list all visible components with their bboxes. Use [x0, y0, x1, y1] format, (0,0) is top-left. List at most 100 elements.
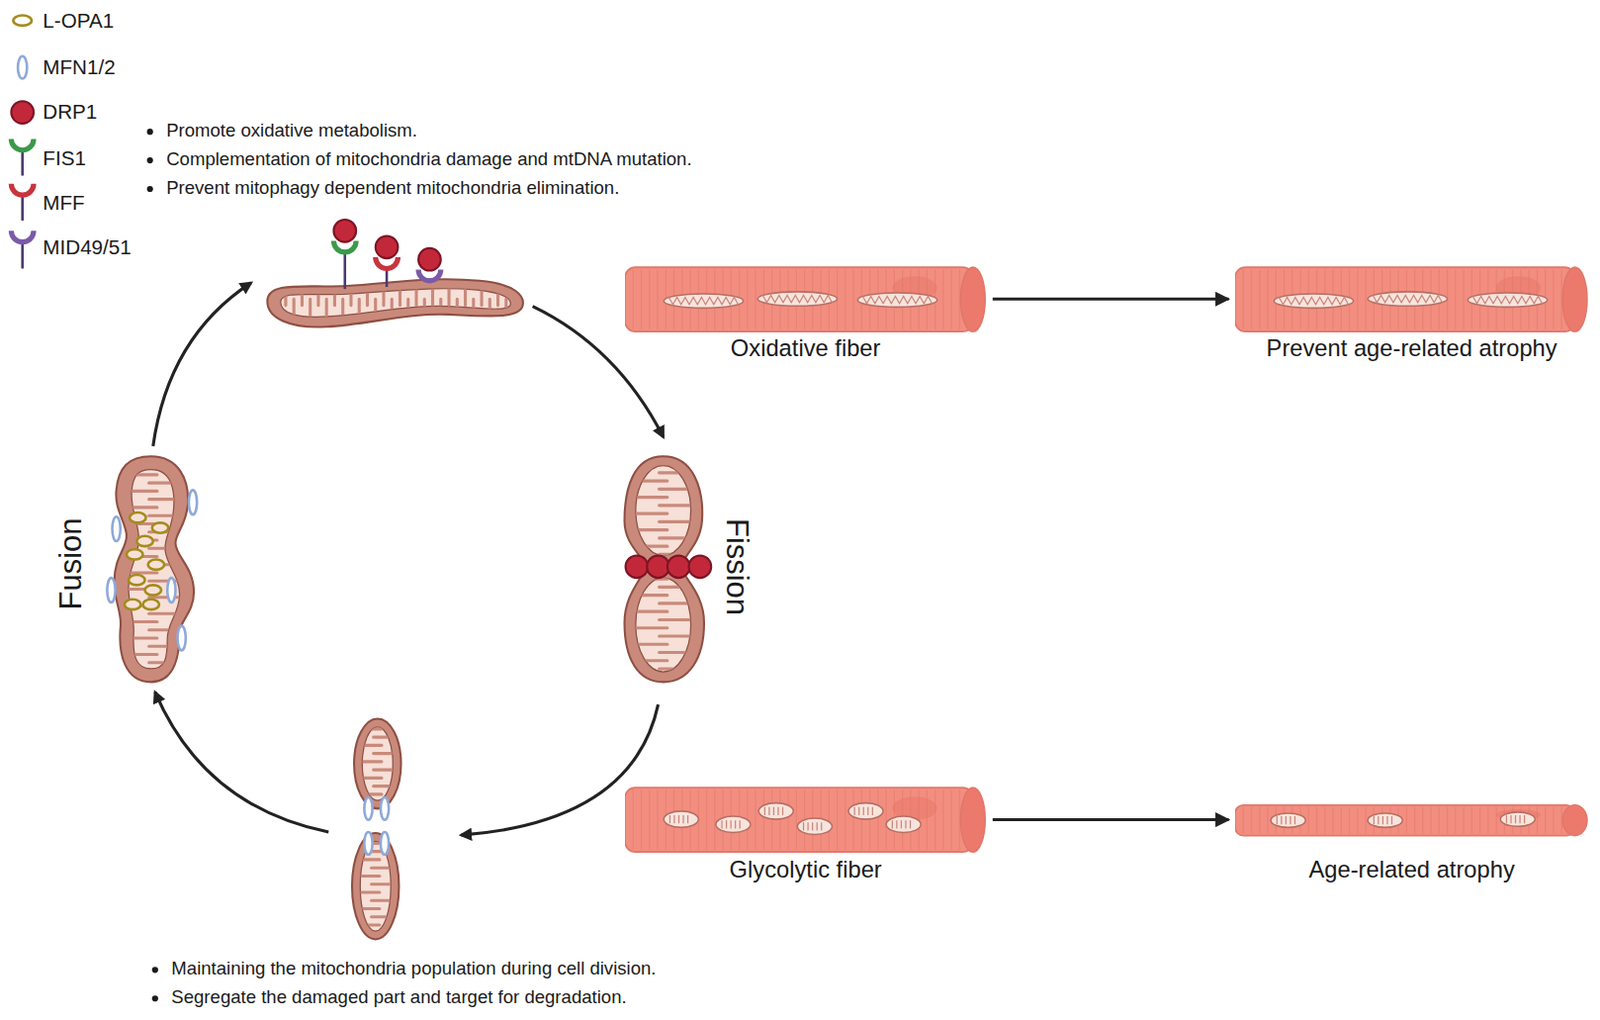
- crista: [283, 271, 287, 306]
- fiber-mito-cristae: [1284, 815, 1286, 824]
- process-label: Fusion: [53, 517, 90, 610]
- fiber-striation: [1324, 806, 1326, 834]
- drp1-protein: [689, 554, 712, 578]
- fiber-striation: [1356, 268, 1358, 330]
- cycle-arrow: [155, 692, 329, 832]
- crista: [341, 298, 345, 333]
- opa1-protein: [129, 512, 147, 523]
- legend-label: MID49/51: [42, 235, 131, 261]
- legend-label: DRP1: [42, 99, 97, 125]
- crista: [659, 535, 711, 539]
- fiber-striation: [1479, 806, 1481, 834]
- fiber-striation: [950, 790, 952, 851]
- fiber-mito-cristae: [777, 806, 779, 815]
- crista: [406, 298, 410, 333]
- fiber-mito-cristae: [772, 806, 774, 815]
- crista: [439, 298, 443, 333]
- crista: [617, 479, 668, 483]
- fiber-striation: [1454, 268, 1456, 330]
- crista: [373, 768, 404, 772]
- fiber-mito-cristae: [1278, 297, 1348, 305]
- mito-outer-membrane: [266, 278, 523, 327]
- fiber-striation: [656, 268, 658, 330]
- fiber-striation: [1316, 806, 1318, 834]
- drp1-protein: [375, 235, 399, 259]
- fiber-mitochondrion: [886, 815, 921, 833]
- drp1-protein: [625, 554, 649, 578]
- fiber-mitochondrion: [1500, 811, 1535, 826]
- fiber-mito-cristae: [1518, 814, 1520, 823]
- fiber-striation: [1364, 268, 1366, 330]
- fiber-striation: [795, 790, 797, 851]
- crista: [371, 866, 402, 870]
- fiber-mito-cristae: [729, 820, 731, 829]
- fiber-mito-cristae: [820, 822, 822, 831]
- fiber-mito-cristae: [895, 820, 897, 829]
- note-text: Prevent mitophagy dependent mitochondria…: [166, 177, 620, 199]
- crista: [373, 751, 404, 755]
- mito-cristae: [106, 474, 199, 663]
- drp1-symbol: [10, 100, 34, 124]
- crista: [617, 462, 668, 466]
- bullet: [147, 128, 154, 135]
- fiber-drawing: [1235, 783, 1590, 855]
- fiber-striation: [942, 268, 944, 330]
- crista: [423, 298, 427, 333]
- fiber-striation: [1552, 806, 1554, 834]
- drp1-protein: [646, 554, 670, 578]
- crista: [659, 487, 711, 491]
- fiber-body: [624, 266, 974, 332]
- crista: [106, 652, 158, 656]
- crista: [350, 874, 380, 878]
- opa1-protein: [152, 522, 170, 533]
- crista: [496, 271, 500, 306]
- fiber-mito-cristae: [668, 814, 670, 823]
- fiber-mito-cristae: [904, 820, 906, 829]
- fiber-mito-cristae: [890, 820, 892, 829]
- crista: [617, 528, 668, 532]
- crista: [149, 546, 200, 550]
- mito-cristae: [285, 271, 507, 334]
- fiber-striation: [844, 790, 846, 851]
- crista: [149, 481, 200, 485]
- fiber-striation: [754, 790, 756, 851]
- fiber-mito-cristae: [899, 820, 901, 829]
- mfn-protein: [167, 577, 176, 603]
- fiber-mito-cristae: [862, 296, 932, 304]
- drp1-protein: [418, 248, 442, 271]
- crista: [480, 271, 484, 306]
- fiber-drawing: [624, 783, 987, 855]
- fiber-mito-cristae: [815, 822, 817, 831]
- crista: [373, 784, 404, 788]
- crista: [292, 298, 296, 333]
- fiber-mito-cristae: [811, 822, 813, 831]
- fiber-mito-cristae: [871, 806, 873, 815]
- bullet: [147, 157, 154, 164]
- fiber-striation: [1266, 268, 1268, 330]
- mfn-protein: [363, 797, 372, 820]
- opa1-protein: [124, 599, 142, 610]
- fiber-striation: [1544, 806, 1546, 834]
- crista: [390, 298, 394, 333]
- fiber-mito-cristae: [686, 814, 688, 823]
- fiber-mito-cristae: [1386, 815, 1388, 824]
- fiber-mito-cristae: [1293, 815, 1295, 824]
- fiber-mitochondrion: [857, 292, 937, 307]
- fiber-striation: [934, 790, 936, 851]
- mitochondrion: [350, 832, 402, 939]
- crista: [300, 271, 304, 306]
- bullet: [147, 185, 154, 192]
- fiber-label: Glycolytic fiber: [624, 855, 987, 884]
- crista: [659, 470, 711, 474]
- fiber-mito-cristae: [738, 820, 740, 829]
- mfn-protein: [363, 831, 372, 855]
- fiber-striation: [942, 790, 944, 851]
- crista: [106, 635, 158, 639]
- fiber-mito-cristae: [763, 806, 765, 815]
- crista: [352, 792, 382, 796]
- fiber-striation: [787, 790, 789, 851]
- fiber-mitochondrion: [797, 818, 832, 836]
- fiber-mito-cristae: [1381, 815, 1383, 824]
- crista: [488, 298, 492, 333]
- fiber-mito-cristae: [1280, 815, 1282, 824]
